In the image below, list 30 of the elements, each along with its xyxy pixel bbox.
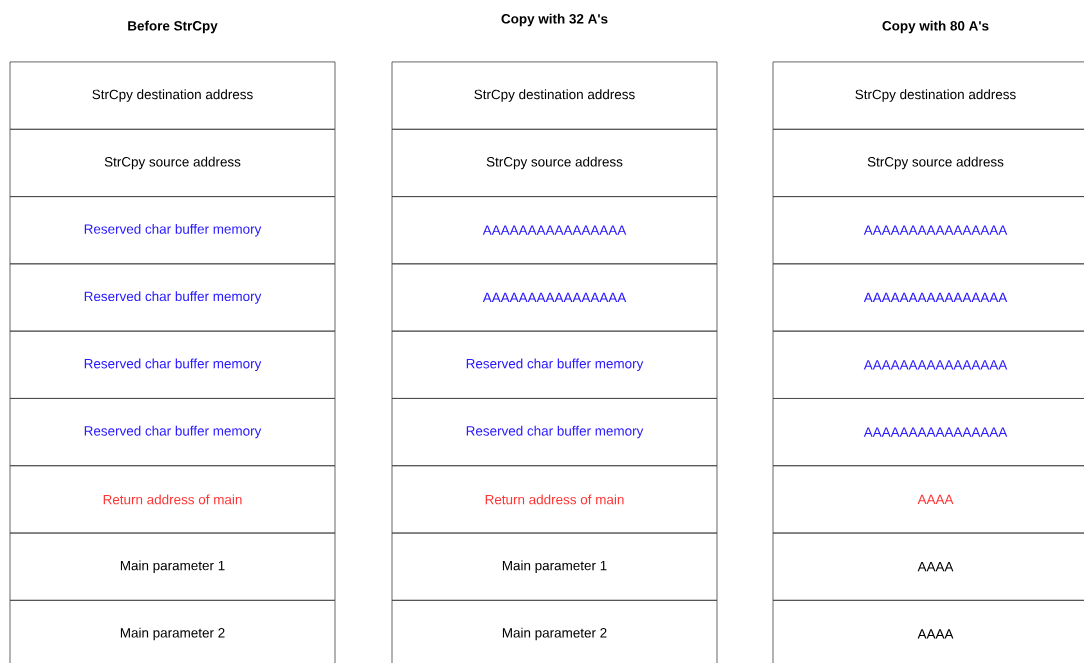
memory-cell: Reserved char buffer memory (9, 196, 336, 265)
memory-cell: AAAA (772, 465, 1084, 534)
memory-cell: AAAAAAAAAAAAAAAA (772, 398, 1084, 467)
memory-cell: StrCpy source address (9, 128, 336, 198)
column-heading: Copy with 32 A's (501, 13, 608, 27)
memory-cell: Main parameter 1 (391, 532, 718, 601)
memory-cell: AAAA (772, 532, 1084, 601)
memory-cell: Main parameter 1 (9, 532, 336, 601)
memory-cell: Return address of main (391, 465, 718, 534)
memory-cell: AAAAAAAAAAAAAAAA (772, 196, 1084, 265)
column-heading: Copy with 80 A's (882, 20, 989, 34)
memory-cell: StrCpy source address (391, 128, 718, 198)
column-heading: Before StrCpy (128, 20, 218, 34)
memory-cell: Reserved char buffer memory (9, 398, 336, 467)
memory-cell: AAAAAAAAAAAAAAAA (772, 330, 1084, 399)
memory-cell: Reserved char buffer memory (9, 263, 336, 332)
memory-cell: AAAAAAAAAAAAAAAA (391, 196, 718, 265)
memory-cell: Main parameter 2 (9, 599, 336, 663)
memory-cell: StrCpy source address (772, 128, 1084, 198)
memory-cell: Main parameter 2 (391, 599, 718, 663)
memory-cell: StrCpy destination address (391, 61, 718, 130)
memory-cell: Return address of main (9, 465, 336, 534)
memory-cell: AAAAAAAAAAAAAAAA (391, 263, 718, 332)
memory-cell: StrCpy destination address (772, 61, 1084, 130)
memory-cell: AAAAAAAAAAAAAAAA (772, 263, 1084, 332)
memory-cell: Reserved char buffer memory (391, 398, 718, 467)
memory-cell: AAAA (772, 599, 1084, 663)
memory-cell: StrCpy destination address (9, 61, 336, 130)
memory-cell: Reserved char buffer memory (9, 330, 336, 399)
memory-cell: Reserved char buffer memory (391, 330, 718, 399)
